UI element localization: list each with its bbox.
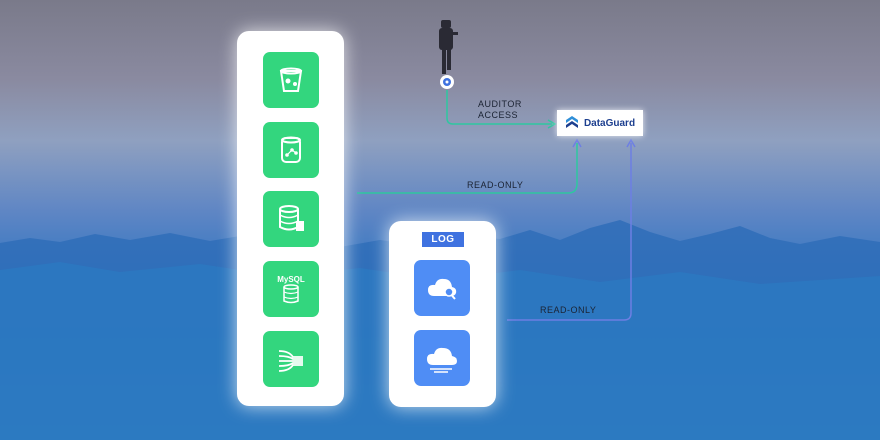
services-read-only-label: READ-ONLY: [467, 180, 524, 190]
auditor-figure-icon: [439, 20, 458, 89]
log-badge: LOG: [422, 232, 464, 247]
auditor-access-label: AUDITOR ACCESS: [478, 99, 522, 121]
logs-read-only-label: READ-ONLY: [540, 305, 597, 315]
cloud-tile[interactable]: [414, 330, 470, 386]
auditor-label-line2: ACCESS: [478, 110, 519, 120]
data-stream-icon: [278, 350, 303, 372]
mysql-label: MySQL: [277, 275, 305, 284]
database-analytics-icon: [281, 136, 301, 163]
mysql-database-icon: MySQL: [277, 275, 305, 304]
database-server-icon: [279, 205, 304, 231]
data-stream-tile[interactable]: [263, 331, 319, 387]
cloud-search-icon: [428, 278, 457, 300]
dataguard-node[interactable]: DataGuard: [557, 110, 643, 136]
dataguard-brand-name: DataGuard: [583, 117, 636, 129]
cloud-search-tile[interactable]: [414, 260, 470, 316]
storage-bucket-icon: [279, 67, 303, 92]
cloud-icon: [427, 347, 457, 373]
database-analytics-tile[interactable]: [263, 122, 319, 178]
dataguard-logo-icon: [565, 116, 578, 128]
database-server-tile[interactable]: [263, 191, 319, 247]
auditor-label-line1: AUDITOR: [478, 99, 522, 109]
storage-bucket-tile[interactable]: [263, 52, 319, 108]
mysql-database-tile[interactable]: MySQL: [263, 261, 319, 317]
